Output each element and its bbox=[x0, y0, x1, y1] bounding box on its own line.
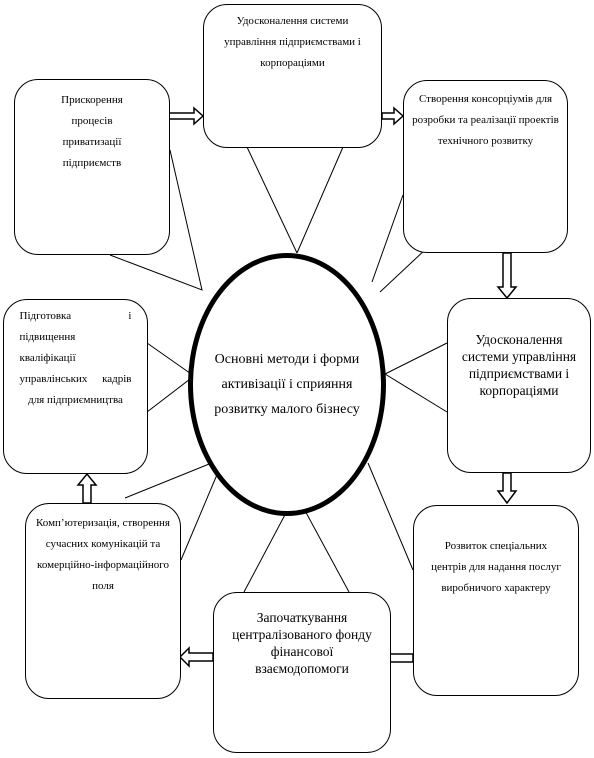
center-ellipse: Основні методи і форми активізації і спр… bbox=[188, 253, 386, 516]
arrow-down-icon bbox=[496, 472, 518, 505]
box-top-left: Прискорення процесів приватизації підпри… bbox=[14, 79, 170, 255]
box-bottom: Започаткування централізованого фонду фі… bbox=[213, 592, 391, 753]
box-left-label: Підготовка і підвищення кваліфікації упр… bbox=[19, 310, 132, 406]
box-right-label: Удосконалення системи управління підприє… bbox=[461, 332, 577, 398]
connector-line bbox=[124, 457, 225, 499]
box-bottom-label: Започаткування централізованого фонду фі… bbox=[232, 610, 372, 676]
box-bottom-left: Комп’ютеризація, створення сучасних кому… bbox=[25, 503, 181, 699]
connector-line bbox=[146, 342, 195, 377]
arrow-down-icon bbox=[496, 252, 518, 300]
box-top-label: Удосконалення системи управління підприє… bbox=[224, 15, 361, 69]
arrow-right-icon bbox=[381, 106, 405, 126]
connector-line bbox=[246, 146, 298, 254]
connector-line bbox=[146, 375, 195, 413]
connector-line bbox=[384, 373, 448, 413]
connector-line bbox=[109, 149, 203, 291]
box-top-left-label: Прискорення процесів приватизації підпри… bbox=[61, 94, 123, 169]
box-top: Удосконалення системи управління підприє… bbox=[203, 4, 382, 148]
box-bottom-right: Розвиток спеціальних центрів для надання… bbox=[413, 505, 579, 696]
connector-line bbox=[384, 342, 448, 375]
connector-line bbox=[371, 194, 404, 283]
connector-line bbox=[367, 462, 414, 571]
connector-line bbox=[296, 146, 344, 254]
box-left: Підготовка і підвищення кваліфікації упр… bbox=[3, 299, 148, 474]
box-top-right-label: Створення консорціумів для розробки та р… bbox=[412, 93, 559, 147]
arrow-up-icon bbox=[76, 472, 98, 504]
box-bottom-right-label: Розвиток спеціальних центрів для надання… bbox=[431, 540, 561, 594]
box-right: Удосконалення системи управління підприє… bbox=[447, 298, 591, 473]
connector-line bbox=[379, 247, 428, 293]
box-bottom-left-label: Комп’ютеризація, створення сучасних кому… bbox=[36, 517, 170, 592]
arrow-right-icon bbox=[167, 106, 205, 126]
center-label: Основні методи і форми активізації і спр… bbox=[214, 352, 360, 417]
arrow-left-icon bbox=[178, 646, 214, 668]
box-top-right: Створення консорціумів для розробки та р… bbox=[403, 80, 568, 253]
